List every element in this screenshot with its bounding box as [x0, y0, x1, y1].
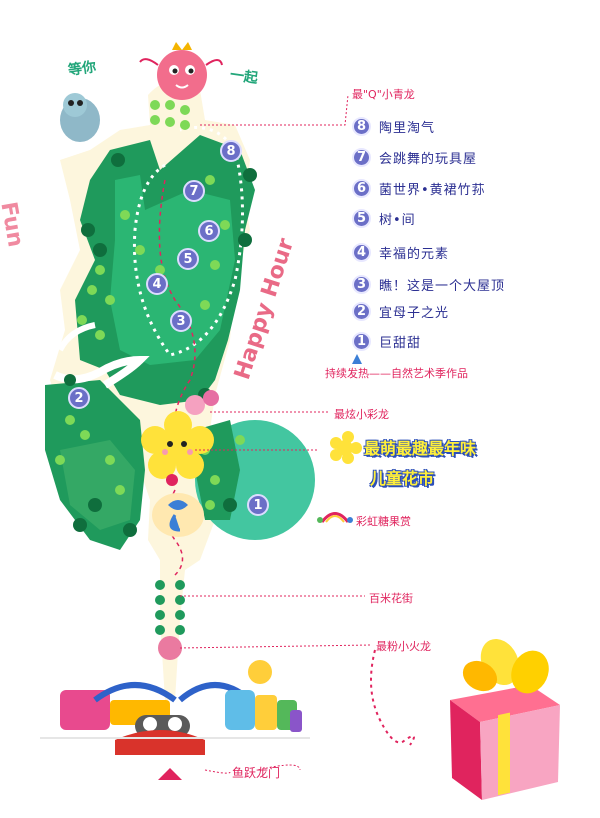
legend-number-badge: 6 [352, 178, 371, 198]
banner-subtitle: 儿童花市 [370, 469, 435, 488]
legend-label: 陶里淘气 [379, 120, 436, 136]
legend-number-badge: 5 [352, 208, 371, 228]
callout-gate: 鱼跃龙门 [232, 766, 281, 780]
legend-number-badge: 7 [352, 147, 371, 167]
map-marker-6[interactable]: 6 [198, 220, 220, 242]
map-marker-4[interactable]: 4 [146, 273, 168, 295]
legend-label: 幸福的元素 [379, 246, 450, 262]
slogan-left: 等你 [67, 59, 98, 79]
slogan-right: 一起 [228, 67, 259, 87]
legend-label: 会跳舞的玩具屋 [379, 151, 478, 167]
banner-title: 最萌最趣最年味 [364, 439, 477, 458]
legend-number-badge: 8 [352, 116, 371, 136]
callout-colorful-dragon: 最炫小彩龙 [334, 408, 389, 421]
legend-number-badge: 3 [352, 274, 371, 294]
legend-item-5[interactable]: 5 树•间 [352, 207, 416, 229]
map-marker-1[interactable]: 1 [247, 494, 269, 516]
legend-item-1[interactable]: 1 巨甜甜 [352, 330, 421, 352]
callout-pink-dragon: 最粉小火龙 [376, 640, 431, 653]
legend-item-6[interactable]: 6 菌世界•黄裙竹荪 [352, 177, 486, 199]
arrow-up-icon [352, 354, 362, 364]
map-marker-8[interactable]: 8 [220, 140, 242, 162]
map-marker-3[interactable]: 3 [170, 310, 192, 332]
map-marker-7[interactable]: 7 [183, 180, 205, 202]
children-flower-market-banner: 最萌最趣最年味 儿童花市 [332, 435, 476, 489]
map-marker-5[interactable]: 5 [177, 248, 199, 270]
legend-label: 菌世界•黄裙竹荪 [379, 182, 486, 198]
callout-rainbow-candy: 彩虹糖果赏 [356, 515, 411, 528]
legend-item-4[interactable]: 4 幸福的元素 [352, 241, 449, 263]
legend-number-badge: 4 [352, 242, 371, 262]
legend-footer: 持续发热——自然艺术季作品 [325, 367, 468, 380]
legend-label: 树•间 [379, 212, 416, 228]
map-marker-2[interactable]: 2 [68, 387, 90, 409]
legend-item-7[interactable]: 7 会跳舞的玩具屋 [352, 146, 477, 168]
legend-item-8[interactable]: 8 陶里淘气 [352, 115, 435, 137]
legend-label: 瞧！这是一个大屋顶 [379, 278, 506, 294]
legend-label: 巨甜甜 [379, 335, 422, 351]
legend-label: 宜母子之光 [379, 305, 450, 321]
legend-item-2[interactable]: 2 宜母子之光 [352, 300, 449, 322]
callout-q-dragon: 最"Q"小青龙 [352, 88, 415, 101]
legend-number-badge: 1 [352, 331, 371, 351]
callout-flower-street: 百米花街 [369, 592, 413, 605]
legend-number-badge: 2 [352, 301, 371, 321]
legend-item-3[interactable]: 3 瞧！这是一个大屋顶 [352, 273, 505, 295]
